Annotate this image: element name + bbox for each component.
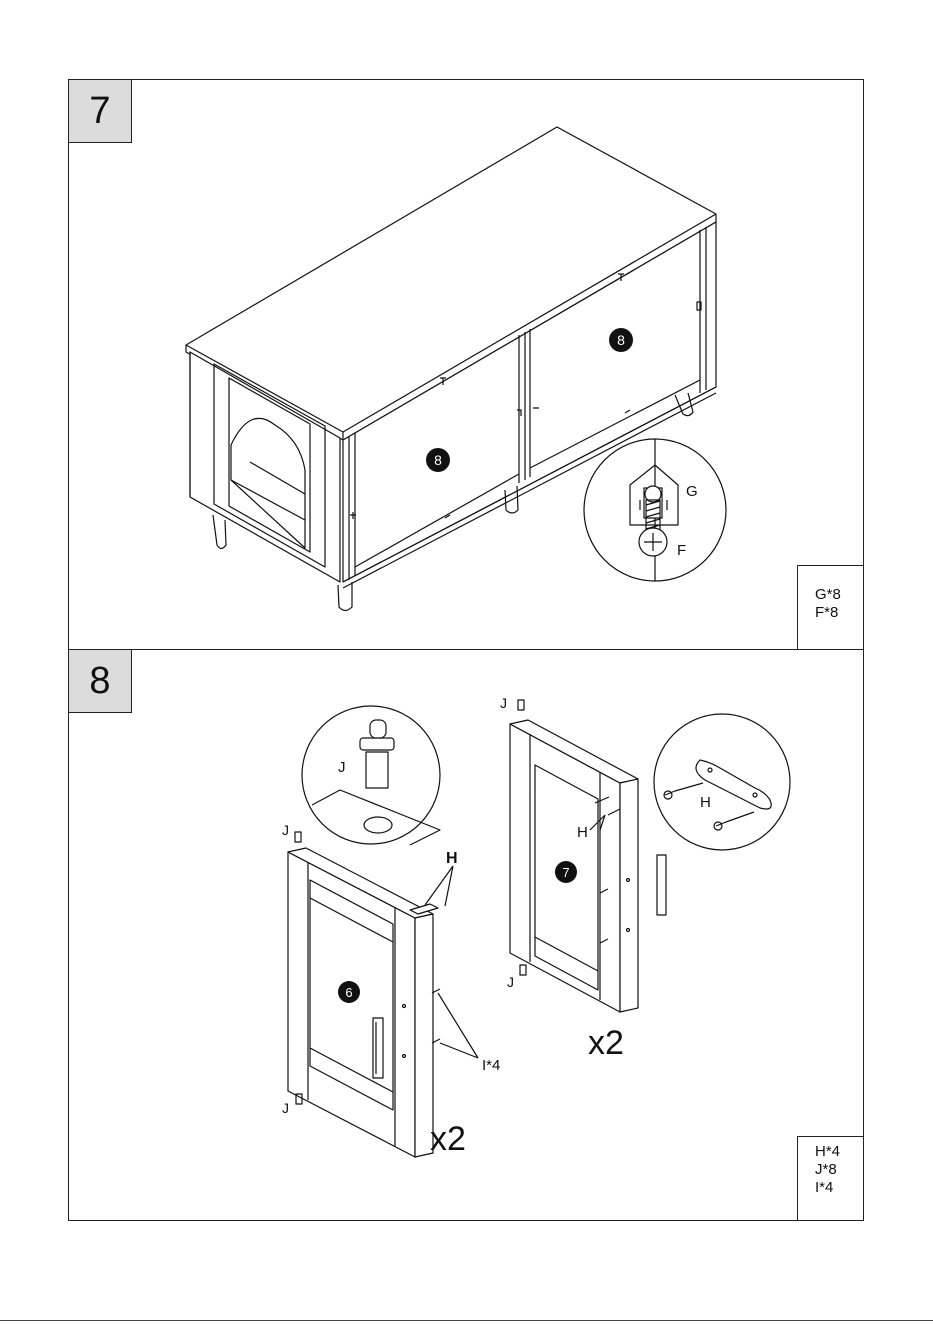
hinge-detail-circle: [654, 714, 790, 850]
multiplier-left: x2: [430, 1120, 466, 1158]
label-j-left-top: J: [282, 822, 289, 838]
label-j-right-top: J: [500, 695, 507, 711]
label-f: F: [677, 542, 686, 559]
part-badge-6-label: 6: [345, 985, 352, 1000]
part-badge-8-right-label: 8: [617, 332, 625, 348]
right-door-drawing: [510, 700, 666, 1012]
label-h-right: H: [577, 824, 588, 841]
page-bottom-rule: [0, 1320, 933, 1321]
part-badge-8-left-label: 8: [434, 452, 442, 468]
multiplier-right: x2: [588, 1024, 624, 1062]
pin-detail-circle: [302, 706, 440, 845]
label-g: G: [686, 483, 698, 500]
label-i: I*4: [482, 1057, 500, 1074]
label-h-detail: H: [700, 794, 711, 811]
cabinet-drawing: [186, 127, 726, 611]
label-j-left-bottom: J: [282, 1100, 289, 1116]
label-j-detail: J: [338, 759, 346, 776]
part-badge-7-label: 7: [562, 865, 569, 880]
label-h-left: H: [446, 850, 458, 867]
left-door-drawing: [288, 832, 478, 1157]
label-j-right-bottom: J: [507, 974, 514, 990]
